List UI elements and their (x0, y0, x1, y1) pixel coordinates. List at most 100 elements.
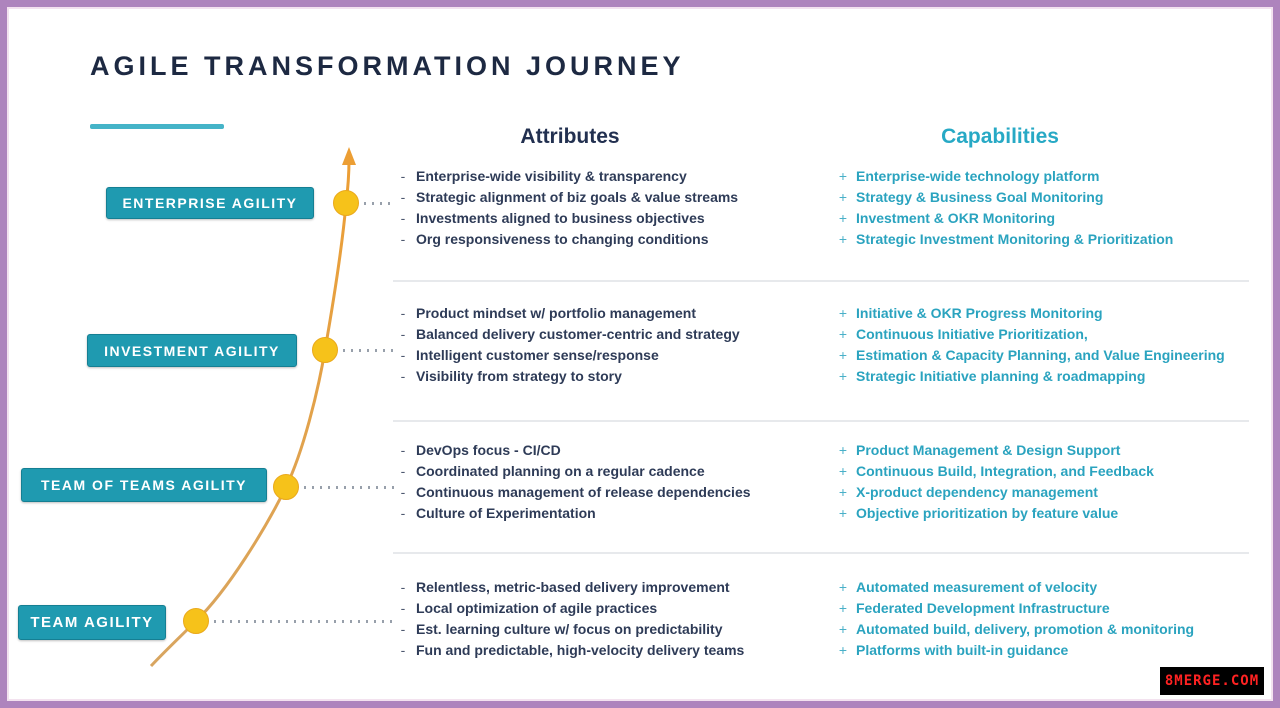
bullet-text: Intelligent customer sense/response (416, 347, 659, 363)
bullet-item: +X-product dependency management (838, 482, 1230, 503)
bullet-item: + Strategic Initiative planning & roadmap… (838, 366, 1230, 387)
bullet-marker: + (838, 326, 848, 342)
bullet-text: Strategic alignment of biz goals & value… (416, 189, 739, 205)
bullet-text: Strategic Initiative planning & roadmapp… (856, 368, 1146, 384)
bullet-marker: + (838, 621, 848, 637)
bullet-marker: + (838, 231, 848, 247)
row-divider (393, 552, 1249, 554)
bullet-marker: + (838, 600, 848, 616)
bullet-marker: + (838, 505, 848, 521)
bullet-text: Investment & OKR Monitoring (856, 210, 1056, 226)
bullet-marker: - (400, 168, 406, 184)
bullet-item: +Strategy & Business Goal Monitoring (838, 187, 1230, 208)
bullet-item: -Coordinated planning on a regular caden… (398, 461, 796, 482)
title-underline-bar (90, 124, 224, 129)
bullet-marker: + (838, 368, 848, 384)
bullet-marker: + (838, 484, 848, 500)
level-label-enterprise-agility: ENTERPRISE AGILITY (106, 187, 314, 219)
capabilities-list: + Initiative & OKR Progress Monitoring + Co… (838, 303, 1230, 387)
bullet-text: DevOps focus - CI/CD (416, 442, 561, 458)
bullet-item: + Federated Development Infrastructure (838, 598, 1230, 619)
bullet-marker: - (400, 442, 406, 458)
bullet-item: -Visibility from strategy to story (398, 366, 796, 387)
slide-canvas: AGILE TRANSFORMATION JOURNEY Attributes … (7, 7, 1273, 701)
bullet-text: Product Management & Design Support (856, 442, 1121, 458)
level-label-team-agility: TEAM AGILITY (18, 605, 166, 640)
attributes-list: -Product mindset w/ portfolio management… (398, 303, 796, 387)
bullet-marker: + (838, 463, 848, 479)
bullet-item: -Product mindset w/ portfolio management (398, 303, 796, 324)
attributes-list: -Enterprise-wide visibility & transparen… (398, 166, 796, 250)
bullet-text: Product mindset w/ portfolio management (416, 305, 697, 321)
bullet-item: -Enterprise-wide visibility & transparen… (398, 166, 796, 187)
bullet-item: + Initiative & OKR Progress Monitoring (838, 303, 1230, 324)
bullet-item: +Product Management & Design Support (838, 440, 1230, 461)
bullet-item: + Strategic Investment Monitoring & Prior… (838, 229, 1230, 250)
bullet-item: +Automated measurement of velocity (838, 577, 1230, 598)
bullet-marker: - (400, 347, 406, 363)
bullet-marker: - (400, 189, 406, 205)
row-divider (393, 280, 1249, 282)
bullet-item: -Relentless, metric-based delivery impro… (398, 577, 796, 598)
bullet-item: + Continuous Initiative Prioritization, (838, 324, 1230, 345)
curve-milestone-dot (273, 474, 299, 500)
bullet-text: Federated Development Infrastructure (856, 600, 1110, 616)
level-label-team-of-teams-agility: TEAM OF TEAMS AGILITY (21, 468, 267, 502)
bullet-item: + Estimation & Capacity Planning, and Val… (838, 345, 1230, 366)
bullet-item: -DevOps focus - CI/CD (398, 440, 796, 461)
bullet-text: Org responsiveness to changing condition… (416, 231, 709, 247)
bullet-marker: - (400, 210, 406, 226)
curve-milestone-dot (333, 190, 359, 216)
bullet-item: -Culture of Experimentation (398, 503, 796, 524)
bullet-marker: + (838, 189, 848, 205)
bullet-item: +Objective prioritization by feature val… (838, 503, 1230, 524)
bullet-text: Continuous Build, Integration, and Feedb… (856, 463, 1154, 479)
bullet-text: Relentless, metric-based delivery improv… (416, 579, 730, 595)
bullet-item: -Continuous management of release depend… (398, 482, 796, 503)
bullet-marker: + (838, 305, 848, 321)
bullet-item: -Strategic alignment of biz goals & valu… (398, 187, 796, 208)
bullet-text: Enterprise-wide visibility & transparenc… (416, 168, 687, 184)
bullet-text: Automated measurement of velocity (856, 579, 1098, 595)
bullet-text: Automated build, delivery, promotion & m… (856, 621, 1195, 637)
bullet-text: Initiative & OKR Progress Monitoring (856, 305, 1103, 321)
capabilities-list: +Automated measurement of velocity+Feder… (838, 577, 1230, 661)
dotted-connector (214, 620, 396, 623)
bullet-text: Est. learning culture w/ focus on predic… (416, 621, 723, 637)
bullet-marker: - (400, 231, 406, 247)
attributes-list: -DevOps focus - CI/CD-Coordinated planni… (398, 440, 796, 524)
bullet-marker: + (838, 347, 848, 363)
bullet-text: Continuous Initiative Prioritization, (856, 326, 1088, 342)
bullet-marker: - (400, 305, 406, 321)
attributes-list: -Relentless, metric-based delivery impro… (398, 577, 796, 661)
page-title: AGILE TRANSFORMATION JOURNEY (90, 51, 685, 81)
bullet-item: -Est. learning culture w/ focus on predi… (398, 619, 796, 640)
dotted-connector (364, 202, 394, 205)
bullet-text: Platforms with built-in guidance (856, 642, 1069, 658)
bullet-text: Estimation & Capacity Planning, and Valu… (856, 347, 1225, 363)
curve-milestone-dot (183, 608, 209, 634)
attributes-column-header: Attributes (520, 125, 620, 148)
bullet-item: + Automated build, delivery, promotion & … (838, 619, 1230, 640)
bullet-item: -Intelligent customer sense/response (398, 345, 796, 366)
bullet-item: +Investment & OKR Monitoring (838, 208, 1230, 229)
bullet-marker: + (838, 168, 848, 184)
bullet-text: Continuous management of release depende… (416, 484, 751, 500)
capabilities-column-header: Capabilities (941, 125, 1059, 148)
bullet-marker: - (400, 484, 406, 500)
bullet-marker: - (400, 642, 406, 658)
bullet-text: Coordinated planning on a regular cadenc… (416, 463, 705, 479)
bullet-text: Enterprise-wide technology platform (856, 168, 1100, 184)
bullet-marker: + (838, 642, 848, 658)
bullet-text: Strategic Investment Monitoring & Priori… (856, 231, 1174, 247)
bullet-text: Visibility from strategy to story (416, 368, 622, 384)
bullet-text: Local optimization of agile practices (416, 600, 658, 616)
bullet-item: -Balanced delivery customer-centric and … (398, 324, 796, 345)
arrowhead (342, 147, 356, 165)
bullet-marker: - (400, 600, 406, 616)
row-divider (393, 420, 1249, 422)
curve-milestone-dot (312, 337, 338, 363)
bullet-marker: - (400, 505, 406, 521)
growth-curve-path (149, 159, 351, 668)
